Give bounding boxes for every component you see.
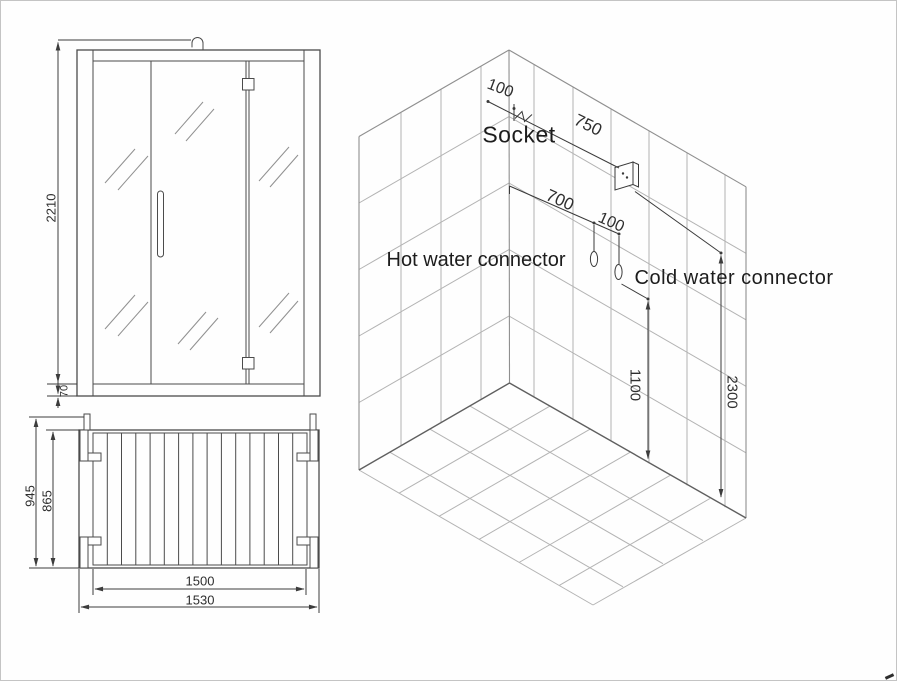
dim-plan-depth-865: 865 — [39, 490, 55, 512]
dim-front-base-70: 70 — [58, 384, 71, 398]
corner-brackets — [79, 429, 319, 569]
wall-floor-junctions — [358, 382, 747, 519]
pin-top-right — [309, 413, 317, 431]
front-elevation-view — [47, 37, 321, 408]
glass-hatch-marks — [104, 101, 299, 351]
isometric-room-view — [358, 49, 747, 606]
room-edges — [358, 49, 747, 518]
hinge-bottom — [242, 357, 255, 370]
cold-water-label: Cold water connector — [634, 267, 834, 289]
pin-top-left — [83, 413, 91, 431]
floor-slats — [106, 433, 294, 565]
dim-conn-height-1100: 1100 — [626, 368, 644, 402]
hot-water-connector — [589, 251, 599, 267]
socket-label: Socket — [482, 121, 556, 148]
iso-dim-lines — [486, 100, 724, 498]
plan-dim-lines — [29, 416, 320, 613]
dim-plan-width-1530: 1530 — [185, 592, 215, 608]
dim-front-height-2210: 2210 — [43, 193, 59, 223]
socket-box — [614, 161, 639, 191]
cold-water-connector — [614, 264, 623, 280]
front-dim-lines — [47, 39, 191, 408]
door-handle — [157, 190, 164, 258]
top-hook — [191, 37, 204, 51]
dim-plan-depth-945: 945 — [22, 485, 38, 507]
plan-view — [29, 413, 320, 613]
hinge-top — [242, 78, 255, 91]
dim-socket-height-2300: 2300 — [723, 375, 741, 409]
hot-water-label: Hot water connector — [386, 249, 566, 271]
floor-tile-grid — [358, 405, 747, 606]
dim-plan-width-1500: 1500 — [185, 573, 215, 589]
